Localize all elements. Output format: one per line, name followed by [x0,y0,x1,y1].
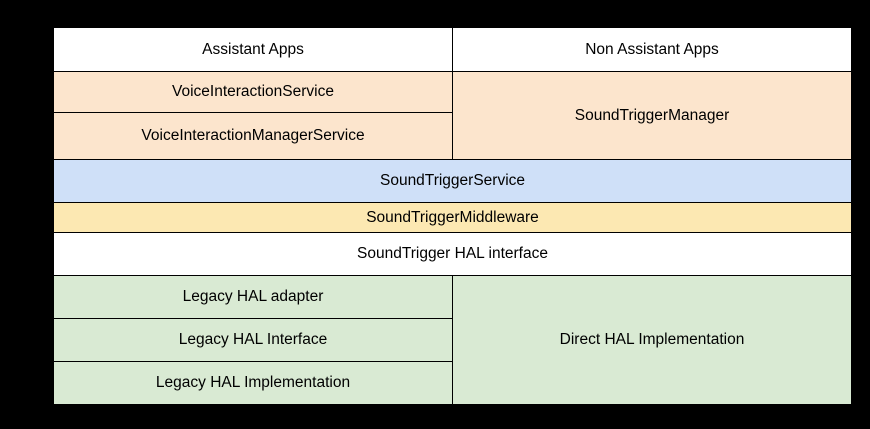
cell-voice-interaction-service: VoiceInteractionService [53,71,453,114]
legacy-hal-interface-row: Legacy HAL Interface [53,318,852,362]
legacy-hal-adapter-row: Legacy HAL adapter Direct HAL Implementa… [53,275,852,405]
cell-legacy-hal-interface: Legacy HAL Interface [53,318,453,362]
cell-non-assistant-apps: Non Assistant Apps [452,26,852,73]
cell-legacy-hal-adapter: Legacy HAL adapter [53,275,453,320]
architecture-layer-table: Assistant Apps Non Assistant Apps VoiceI… [53,26,852,406]
cell-legacy-hal-implementation: Legacy HAL Implementation [53,360,453,406]
sound-trigger-middleware-row: SoundTriggerMiddleware [53,201,852,234]
cell-sound-trigger-middleware: SoundTriggerMiddleware [53,201,852,234]
sound-trigger-hal-interface-row: SoundTrigger HAL interface [53,232,852,277]
sound-trigger-service-row: SoundTriggerService [53,158,852,203]
header-row: Assistant Apps Non Assistant Apps [53,26,852,73]
voice-interaction-service-row: VoiceInteractionService SoundTriggerMana… [53,71,852,160]
cell-sound-trigger-manager: SoundTriggerManager [452,71,852,160]
cell-assistant-apps: Assistant Apps [53,26,453,73]
voice-interaction-manager-service-row: VoiceInteractionManagerService [53,112,852,160]
cell-sound-trigger-service: SoundTriggerService [53,158,852,203]
cell-sound-trigger-hal-interface: SoundTrigger HAL interface [53,232,852,277]
legacy-hal-implementation-row: Legacy HAL Implementation [53,360,852,406]
cell-direct-hal-implementation: Direct HAL Implementation [452,275,852,405]
cell-voice-interaction-manager-service: VoiceInteractionManagerService [53,112,453,160]
